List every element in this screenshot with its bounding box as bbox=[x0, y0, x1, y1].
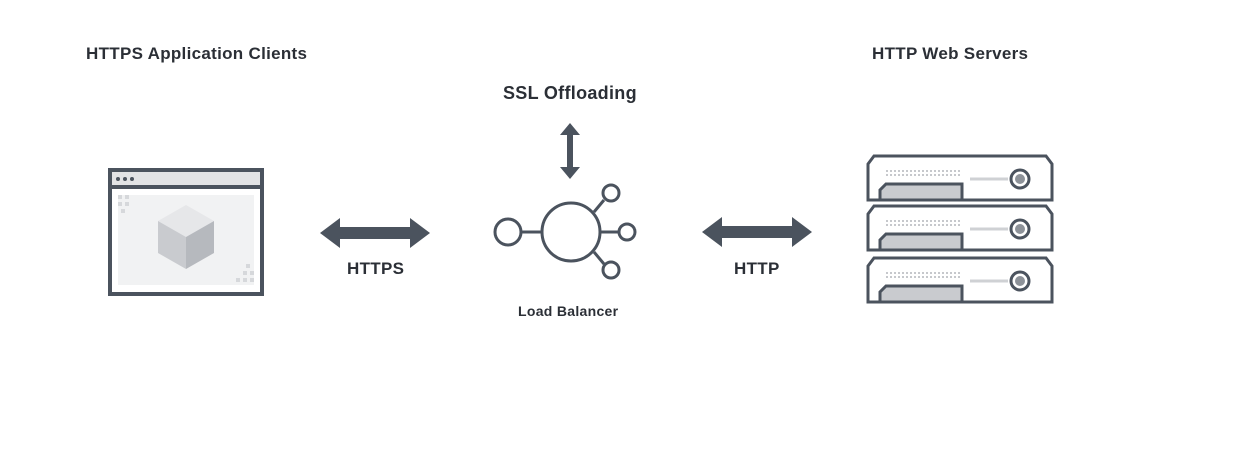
server-rack-icon bbox=[866, 154, 1054, 304]
clients-title: HTTPS Application Clients bbox=[86, 44, 308, 63]
ssl-offloading-title: SSL Offloading bbox=[503, 83, 637, 103]
load-balancer-label: Load Balancer bbox=[518, 303, 619, 319]
http-label: HTTP bbox=[734, 259, 780, 278]
ssl-vertical-arrow-icon bbox=[560, 123, 580, 179]
browser-window-cube-icon bbox=[108, 168, 264, 296]
load-balancer-hub-icon bbox=[493, 183, 637, 280]
https-label: HTTPS bbox=[347, 259, 405, 278]
https-double-arrow-icon bbox=[320, 218, 430, 248]
http-double-arrow-icon bbox=[702, 217, 812, 247]
servers-title: HTTP Web Servers bbox=[872, 44, 1029, 63]
